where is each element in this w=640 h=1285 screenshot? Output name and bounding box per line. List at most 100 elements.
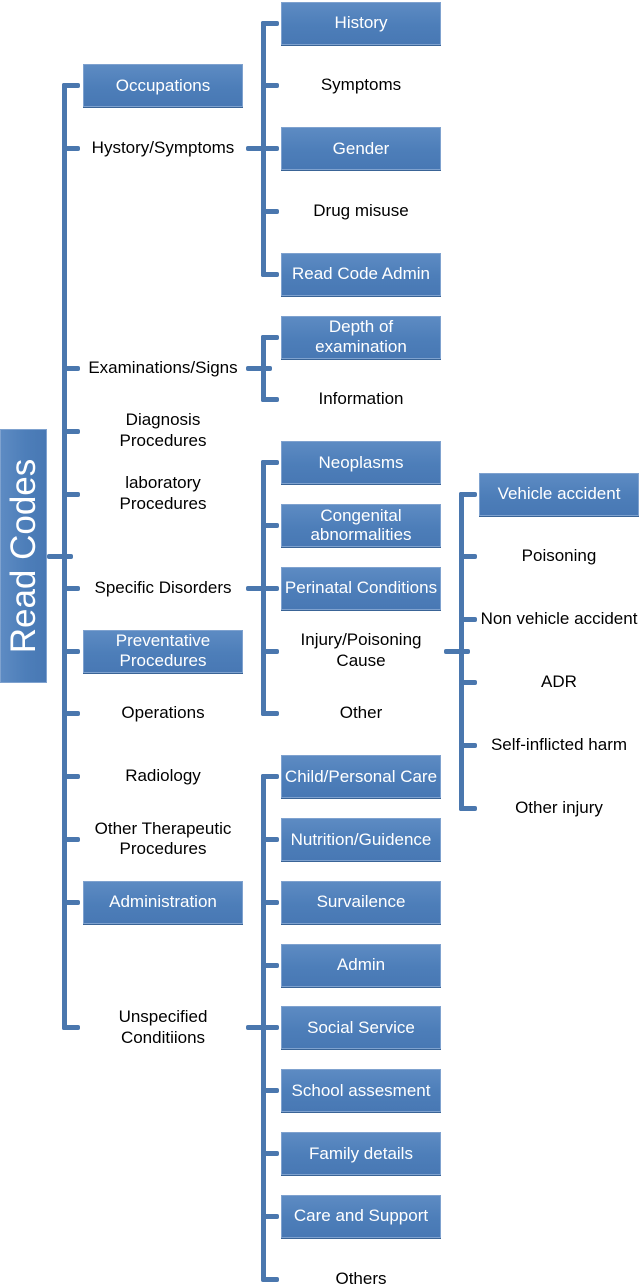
bracket-tick	[62, 836, 80, 842]
node-label: Depth of	[328, 317, 394, 337]
node-label: Read Code Admin	[292, 264, 430, 284]
node-label: Diagnosis	[125, 410, 201, 430]
node-label: Radiology	[125, 766, 201, 786]
node-label: Congenital	[320, 505, 402, 525]
bracket-tick	[261, 20, 279, 26]
node-label: Preventative	[115, 631, 211, 651]
node-admin: Admin	[281, 943, 441, 987]
node-label: Other	[339, 703, 383, 723]
node-label: ADR	[541, 672, 577, 692]
bracket-tick	[261, 774, 279, 780]
node-gender: Gender	[281, 127, 441, 171]
node-label: Procedures	[119, 494, 207, 513]
bracket-parent-connector	[444, 648, 470, 654]
node-non-vehicle-accident: Non vehicle accident	[479, 594, 639, 646]
node-label: Examinations/Signs	[88, 358, 238, 378]
node-information: Information	[281, 374, 441, 426]
node-examinations-signs: Examinations/Signs	[83, 342, 243, 394]
bracket-tick	[261, 271, 279, 277]
node-other-injury: Other injury	[479, 782, 639, 834]
bracket-tick	[261, 648, 279, 654]
node-social-service: Social Service	[281, 1006, 441, 1050]
node-family-details: Family details	[281, 1131, 441, 1175]
bracket-tick	[261, 1213, 279, 1219]
node-child-personal-care: Child/Personal Care	[281, 755, 441, 799]
node-others: Others	[281, 1253, 441, 1285]
node-label: Others	[335, 1268, 387, 1285]
node-neoplasms: Neoplasms	[281, 441, 441, 485]
bracket-tick	[261, 522, 279, 528]
root-label: Read Codes	[3, 458, 43, 654]
node-label: Social Service	[307, 1017, 415, 1037]
node-label: Self-inflicted harm	[490, 734, 628, 754]
node-label: Care and Support	[293, 1206, 429, 1226]
bracket-tick	[261, 1088, 279, 1094]
bracket-parent-connector	[246, 365, 272, 371]
node-label: Neoplasms	[318, 452, 404, 472]
node-label: Other Therapeutic	[94, 818, 232, 838]
node-label: Child/Personal Care	[284, 766, 438, 786]
bracket-tick	[459, 617, 477, 623]
bracket-tick	[261, 334, 279, 340]
bracket-tick	[62, 428, 80, 434]
node-label: Nutrition/Guidence	[290, 829, 432, 849]
bracket-tick	[62, 899, 80, 905]
node-label: Information	[318, 389, 404, 409]
node-label: abnormalities	[310, 525, 412, 545]
node-radiology: Radiology	[83, 751, 243, 803]
node-vehicle-accident: Vehicle accident	[479, 472, 639, 516]
node-adr: ADR	[479, 656, 639, 708]
node-label: Procedures	[119, 839, 207, 859]
node-care-and-support: Care and Support	[281, 1194, 441, 1238]
bracket-tick	[459, 742, 477, 748]
node-label: Administration	[109, 892, 217, 912]
node-nutrition-guidence: Nutrition/Guidence	[281, 817, 441, 861]
node-label: Procedures	[119, 431, 207, 451]
node-label: laboratory	[125, 473, 201, 493]
node-label: History	[334, 13, 388, 33]
node-label: Procedures	[119, 651, 207, 670]
node-read-codes: Read Codes	[0, 429, 47, 683]
bracket-tick	[62, 491, 80, 497]
bracket-tick	[459, 554, 477, 560]
bracket-tick	[62, 585, 80, 591]
bracket-tick	[261, 397, 279, 403]
node-history: History	[281, 1, 441, 45]
bracket-tick	[459, 805, 477, 811]
bracket-tick	[62, 146, 80, 152]
node-label: Cause	[336, 651, 386, 670]
node-read-code-admin: Read Code Admin	[281, 252, 441, 296]
bracket-tick	[261, 899, 279, 905]
node-label: Admin	[336, 955, 386, 975]
node-label: Specific Disorders	[94, 577, 232, 597]
bracket-tick	[62, 711, 80, 717]
node-label: Unspecified	[118, 1007, 208, 1027]
bracket-tick	[62, 774, 80, 780]
bracket-tick	[261, 83, 279, 89]
bracket-parent-connector	[246, 1025, 272, 1031]
bracket-tick	[261, 208, 279, 214]
node-label: Gender	[332, 138, 390, 158]
bracket-parent-connector	[246, 146, 272, 152]
bracket-tick	[459, 491, 477, 497]
node-perinatal-conditions: Perinatal Conditions	[281, 566, 441, 610]
node-poisoning: Poisoning	[479, 531, 639, 583]
node-occupations: Occupations	[83, 64, 243, 108]
bracket-tick	[261, 962, 279, 968]
bracket-tick	[62, 83, 80, 89]
node-label: Non vehicle accident	[480, 609, 638, 629]
node-drug-misuse: Drug misuse	[281, 185, 441, 237]
bracket-tick	[62, 365, 80, 371]
node-label: Occupations	[115, 75, 211, 95]
bracket-tick	[261, 1150, 279, 1156]
node-survailence: Survailence	[281, 880, 441, 924]
node-label: Other injury	[515, 797, 603, 817]
bracket-tick	[459, 679, 477, 685]
node-label: Conditiions	[120, 1027, 206, 1047]
